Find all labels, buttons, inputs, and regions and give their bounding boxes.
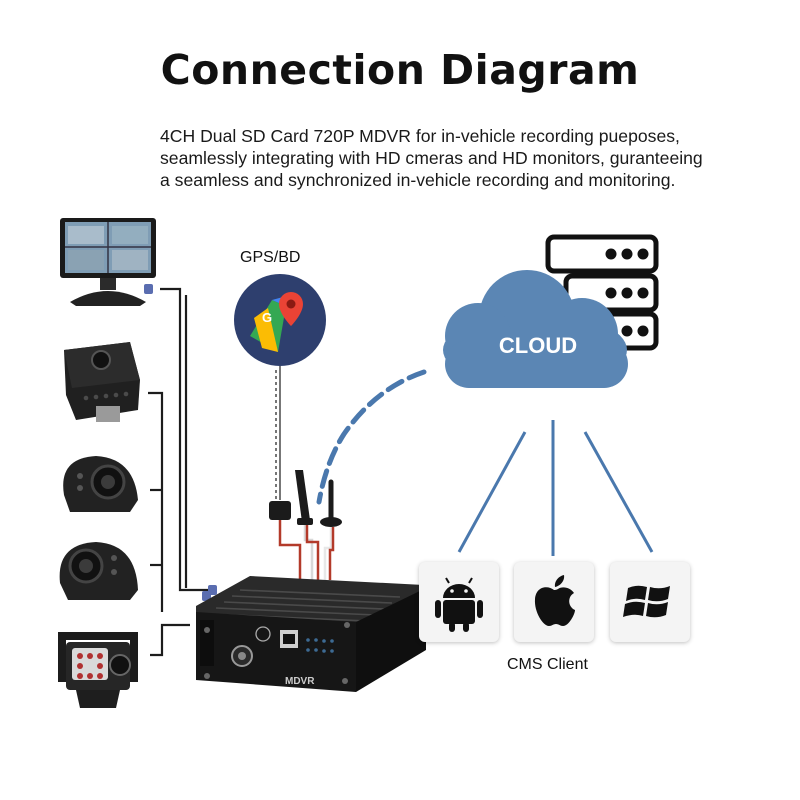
windows-icon bbox=[623, 585, 670, 618]
cms-client-label: CMS Client bbox=[507, 656, 588, 673]
mdvr-unit-icon bbox=[196, 576, 426, 692]
windows-client-card bbox=[610, 562, 690, 642]
box-camera-icon bbox=[64, 342, 140, 422]
cloud-label: CLOUD bbox=[499, 333, 577, 358]
description-line-3: a seamless and synchronized in-vehicle r… bbox=[160, 170, 676, 190]
mdvr-label: MDVR bbox=[285, 676, 315, 687]
gps-label: GPS/BD bbox=[240, 249, 301, 266]
gps-antenna bbox=[269, 501, 291, 520]
apple-icon bbox=[534, 575, 575, 626]
description-line-1: 4CH Dual SD Card 720P MDVR for in-vehicl… bbox=[160, 126, 680, 146]
description-line-2: seamlessly integrating with HD cmeras an… bbox=[160, 148, 703, 168]
gps-icon: G bbox=[234, 274, 326, 366]
antenna-wires bbox=[278, 520, 335, 580]
antenna-4g bbox=[295, 470, 313, 525]
android-client-card bbox=[419, 562, 499, 642]
rear-camera-icon bbox=[58, 632, 138, 708]
camera-wiring bbox=[148, 287, 214, 657]
gps-cable bbox=[275, 366, 281, 500]
client-links bbox=[457, 420, 654, 556]
side-camera-2-icon bbox=[59, 542, 138, 600]
cloud-icon bbox=[443, 270, 628, 388]
side-camera-1-icon bbox=[63, 456, 138, 512]
monitor-icon bbox=[60, 218, 156, 306]
wireless-link bbox=[316, 369, 427, 505]
android-icon bbox=[435, 577, 483, 632]
description: 4CH Dual SD Card 720P MDVR for in-vehicl… bbox=[160, 125, 790, 191]
svg-text:G: G bbox=[262, 310, 272, 325]
apple-client-card bbox=[514, 562, 594, 642]
antenna-wifi bbox=[320, 479, 342, 527]
page-title: Connection Diagram bbox=[160, 46, 640, 94]
